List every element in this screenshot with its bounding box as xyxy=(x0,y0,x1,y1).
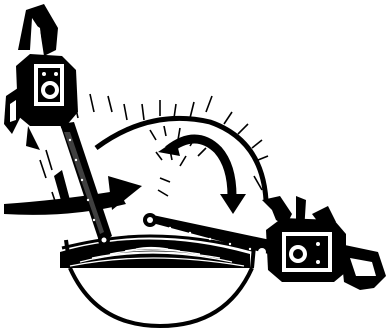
swing-direction-arrow-left xyxy=(4,176,142,215)
rotation-direction-arrow xyxy=(158,139,246,214)
log-bottom-arc xyxy=(70,268,252,326)
